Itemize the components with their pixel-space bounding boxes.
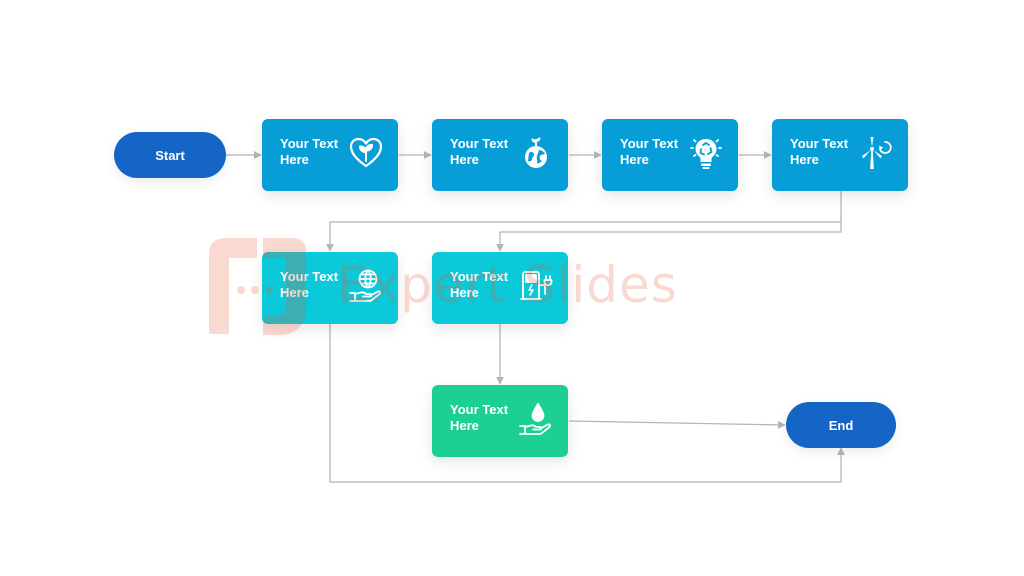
connector-step4-to-step6: [496, 222, 842, 252]
ev-charger-icon: [518, 268, 554, 304]
step-1[interactable]: Your Text Here: [262, 119, 398, 191]
step-4[interactable]: Your Text Here: [772, 119, 908, 191]
start-node[interactable]: Start: [114, 132, 226, 178]
step-5[interactable]: Your Text Here: [262, 252, 398, 324]
step-2[interactable]: Your Text Here: [432, 119, 568, 191]
heart-sprout-icon: [348, 135, 384, 171]
step-label: Your Text Here: [790, 136, 849, 167]
step-label: Your Text Here: [450, 269, 509, 300]
step-label: Your Text Here: [280, 136, 339, 167]
step-3[interactable]: Your Text Here: [602, 119, 738, 191]
step-label: Your Text Here: [450, 136, 509, 167]
connector-step4-to-step5: [326, 190, 842, 252]
earth-sprout-icon: [518, 135, 554, 171]
end-node[interactable]: End: [786, 402, 896, 448]
step-label: Your Text Here: [280, 269, 339, 300]
start-label: Start: [155, 147, 185, 163]
step-7[interactable]: Your Text Here: [432, 385, 568, 457]
end-label: End: [828, 417, 854, 433]
wind-turbine-icon: [858, 135, 894, 171]
step-label: Your Text Here: [450, 402, 509, 433]
connector-step7-to-end: [568, 420, 786, 429]
water-drop-hand-icon: [518, 401, 554, 437]
step-6[interactable]: Your Text Here: [432, 252, 568, 324]
step-label: Your Text Here: [620, 136, 679, 167]
recycle-bulb-icon: [688, 135, 724, 171]
globe-hand-icon: [348, 268, 384, 304]
connector-step5-to-end: [329, 324, 845, 483]
